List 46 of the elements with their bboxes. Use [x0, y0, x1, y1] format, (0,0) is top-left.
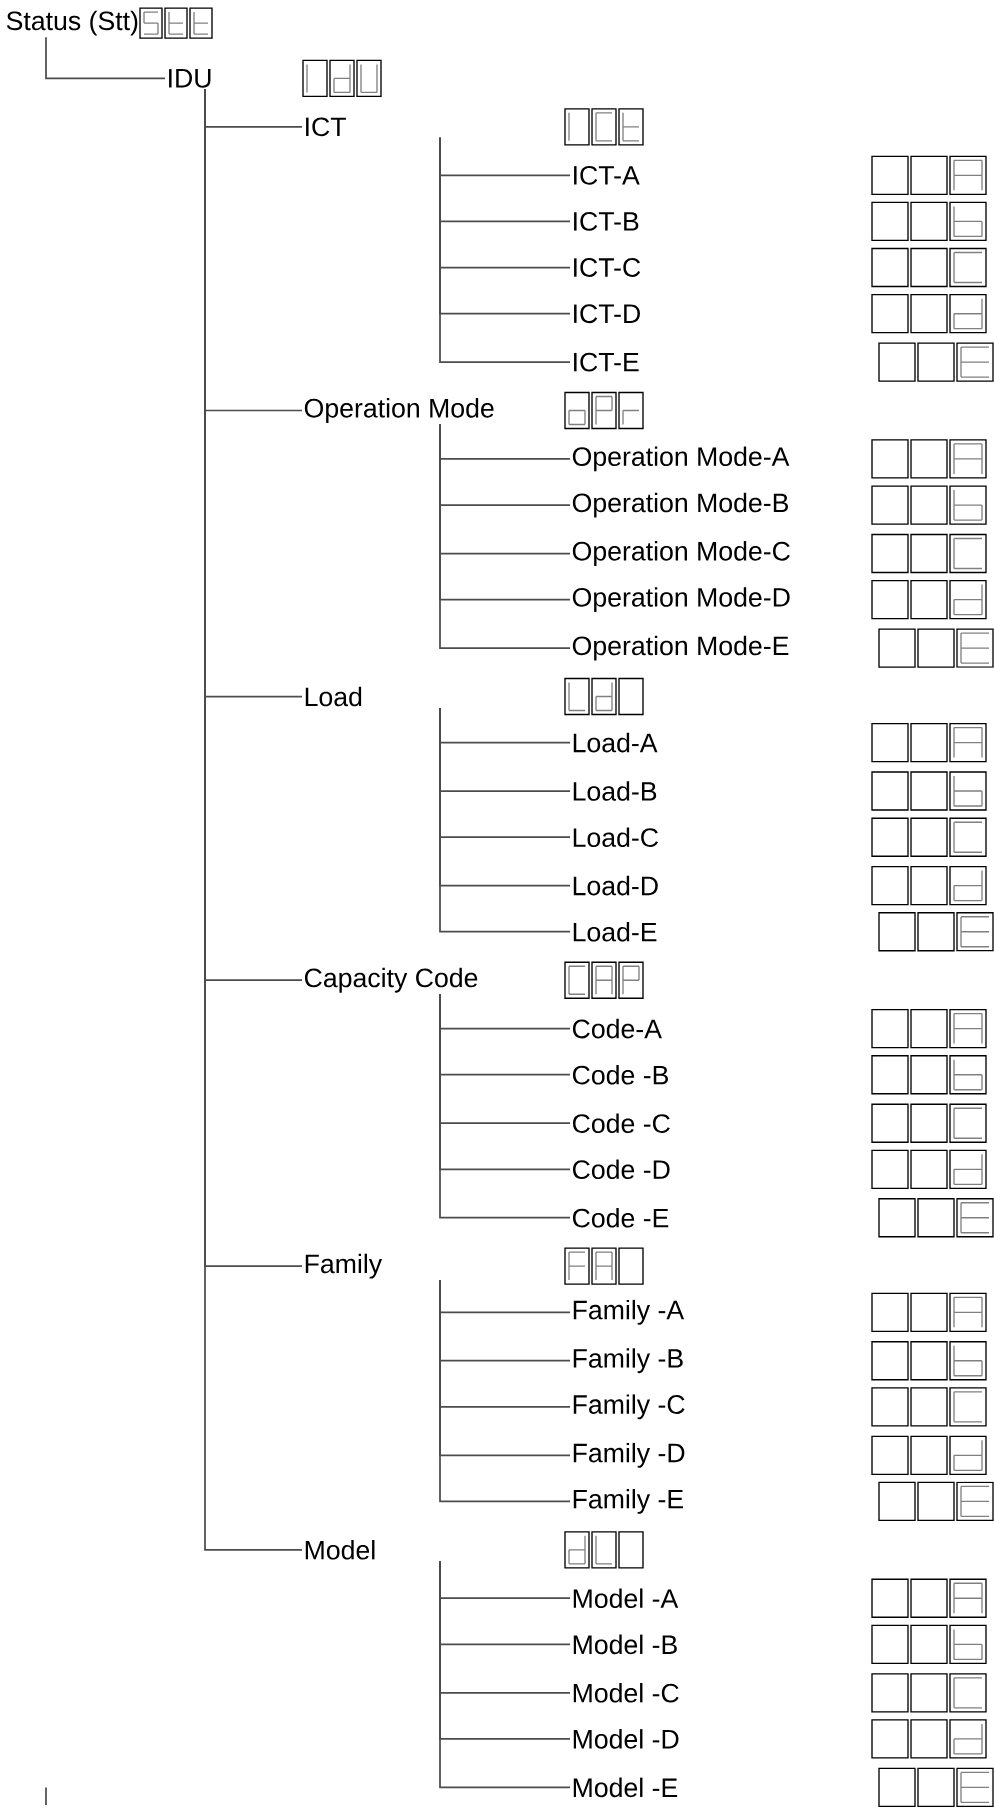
tree-label: Model -A — [573, 1588, 679, 1608]
tree-connector — [439, 1560, 571, 1789]
tree-connector — [439, 137, 571, 363]
tree-label: Operation Mode-A — [572, 446, 790, 472]
tree-label: Operation Mode-C — [572, 541, 790, 566]
tree-label: Load-E — [573, 921, 657, 942]
tree-label: Operation Mode-D — [572, 587, 790, 613]
tree-label: Load — [305, 686, 362, 707]
tree-label: Family -C — [573, 1394, 685, 1420]
tree-label: Load-C — [573, 827, 658, 847]
tree-label: Family — [305, 1253, 383, 1279]
tree-connector — [439, 707, 571, 933]
tree-label: Family -B — [573, 1348, 683, 1374]
tree-label: Code-A — [572, 1018, 662, 1039]
tree-label: Code -D — [572, 1159, 670, 1180]
tree-label: Code -C — [572, 1113, 670, 1133]
tree-connector — [439, 993, 571, 1219]
tree-label: Code -B — [572, 1064, 668, 1085]
tree-connector — [45, 36, 166, 80]
tree-label: Code -E — [572, 1207, 669, 1228]
tree-label: ICT — [306, 117, 346, 137]
tree-label: Capacity Code — [304, 967, 478, 993]
tree-label: Model — [305, 1540, 375, 1560]
tree-connector — [439, 1279, 571, 1503]
tree-label: ICT-C — [574, 258, 641, 277]
tree-label: IDU — [169, 69, 211, 88]
tree-label: Model -E — [573, 1777, 678, 1798]
tree-connector — [204, 88, 303, 1551]
tree-label: ICT-B — [574, 212, 639, 231]
tree-label: Model -B — [573, 1634, 677, 1655]
tree-connector — [439, 423, 571, 649]
tree-label: Operation Mode — [304, 398, 494, 423]
tree-label: Family -A — [573, 1299, 685, 1325]
tree-label: Load-B — [573, 781, 657, 801]
tree-label: ICT-A — [574, 165, 640, 185]
tree-label: Model -D — [573, 1729, 679, 1749]
tree-label: ICT-E — [574, 352, 639, 372]
tree-label: Family -D — [573, 1442, 685, 1468]
tree-label: Family -E — [573, 1489, 683, 1514]
tree-label: Model -C — [573, 1683, 679, 1703]
tree-label: Status (Stt) — [6, 10, 138, 36]
tree-label: Load-D — [573, 875, 658, 896]
tree-label: Operation Mode-B — [572, 492, 789, 518]
tree-label: Operation Mode-E — [572, 635, 789, 661]
tree-label: ICT-D — [574, 304, 640, 324]
tree-label: Load-A — [573, 732, 658, 753]
